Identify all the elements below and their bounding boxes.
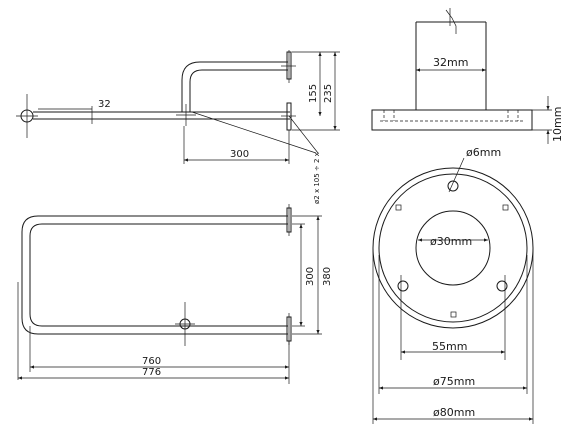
flange-section: 32mm 10mm (371, 8, 561, 144)
dim-300-side: 300 (230, 149, 249, 160)
mount-hole-top (447, 180, 459, 192)
dim-32: 32 (98, 99, 111, 110)
dim-screws: ø2 x 105 ÷ 2 x (313, 152, 321, 204)
flange-pcd-circle (378, 173, 528, 323)
rail-inner (29, 223, 288, 327)
dim-155: 155 (308, 84, 319, 103)
dim-235: 235 (323, 84, 334, 103)
flange-face: ø6mm ø30mm 55mm ø75mm ø80mm (372, 146, 534, 424)
dim-6mm: ø6mm (466, 146, 501, 159)
dim-32mm: 32mm (433, 56, 468, 69)
center-bore-circle (415, 210, 491, 286)
side-view: 32 155 235 300 ø2 x 105 ÷ 2 x (16, 50, 340, 204)
mount-hole-left (397, 280, 409, 292)
mount-hole-right (496, 280, 508, 292)
dim-75mm: ø75mm (433, 375, 475, 388)
rod-bend (181, 61, 288, 112)
dim-10mm: 10mm (551, 107, 561, 142)
dim-30mm: ø30mm (430, 235, 472, 248)
dim-776: 776 (142, 367, 161, 378)
dim-380: 380 (322, 267, 333, 286)
flange-outer-circle (372, 167, 534, 329)
flange-plate (371, 109, 533, 131)
dim-55mm: 55mm (432, 340, 467, 353)
dim-760: 760 (142, 356, 161, 367)
dim-300-top: 300 (305, 267, 316, 286)
rail-outer (21, 215, 288, 335)
dim-80mm: ø80mm (433, 406, 475, 419)
top-view: 300 380 760 776 (17, 204, 333, 384)
